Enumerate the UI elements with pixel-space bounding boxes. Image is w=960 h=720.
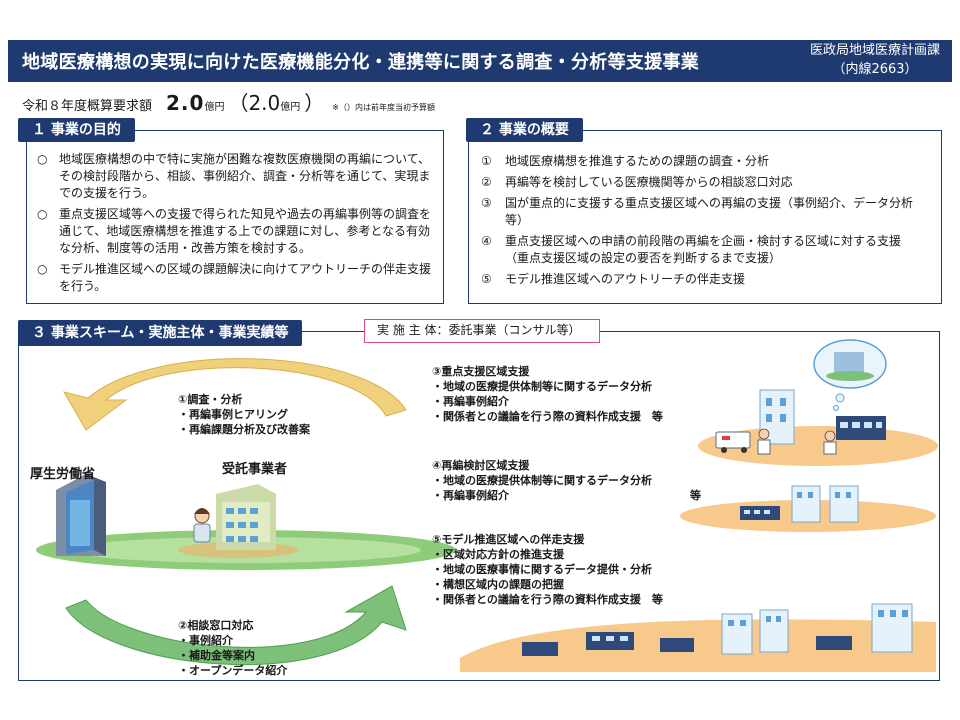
support-review-suffix: 等 [690, 489, 701, 502]
arrow-research [62, 358, 407, 431]
scheme-heading: ３ 事業スキーム・実施主体・事業実績等 [18, 320, 303, 346]
department-name: 医政局地域医療計画課 [809, 43, 940, 58]
page-header: 地域医療構想の実現に向けた医療機能分化・連携等に関する調査・分析等支援事業 医政… [8, 40, 952, 82]
contractor-building-icon [178, 484, 298, 558]
budget-unit: 億円 [204, 102, 225, 113]
list-item: ② 再編等を検討している医療機関等からの相談窓口対応 [481, 175, 793, 189]
previous-unit: 億円 [280, 102, 301, 113]
list-item: ③ 国が重点的に支援する重点支援区域への再編の支援（事例紹介、データ分析 等） [481, 196, 926, 227]
budget-label: 令和８年度概算要求額 [22, 99, 153, 114]
overview-list: ① 地域医療構想を推進するための課題の調査・分析 ② 再編等を検討している医療機… [481, 153, 926, 292]
ministry-label: 厚生労働省 [30, 467, 96, 482]
overview-heading: ２ 事業の概要 [466, 118, 583, 142]
clinic-building-icon [740, 506, 780, 520]
ministry-building-icon [56, 474, 106, 556]
list-item: ○ 地域医療構想の中で特に実施が困難な複数医療機関の再編について、その検討段階か… [37, 152, 431, 200]
list-item: ① 地域医療構想を推進するための課題の調査・分析 [481, 154, 770, 168]
support-model: ⑤モデル推進区域への伴走支援 ・区域対応方針の推進支援 ・地域の医療事情に関する… [432, 533, 663, 606]
hospital-building-icon [791, 485, 859, 523]
review-area-illustration [680, 485, 936, 532]
list-item: ⑤ モデル推進区域へのアウトリーチの伴走支援 [481, 272, 746, 286]
priority-area-illustration [698, 339, 938, 466]
support-review-title: ④再編検討区域支援 [432, 459, 530, 472]
implementer-box: 実 施 主 体：委託事業（コンサル等） [364, 319, 600, 343]
model-area-illustration [460, 603, 936, 672]
list-item: ○ モデル推進区域への区域の課題解決に向けてアウトリーチの伴走支援を行う。 [37, 262, 432, 293]
purpose-list: ○ 地域医療構想の中で特に実施が困難な複数医療機関の再編について、その検討段階か… [37, 151, 433, 299]
flow-research: ①調査・分析 ・再編事例ヒアリング ・再編課題分析及び改善案 [178, 393, 310, 436]
ground-model [460, 619, 936, 672]
page-title: 地域医療構想の実現に向けた医療機能分化・連携等に関する調査・分析等支援事業 [22, 52, 700, 73]
scheme-diagram [36, 358, 456, 666]
department-info: 医政局地域医療計画課 （内線2663） [810, 41, 940, 79]
flow-consultation: ②相談窓口対応 ・事例紹介 ・補助金等案内 ・オープンデータ紹介 [178, 619, 288, 677]
extension-number: （内線2663） [832, 62, 918, 77]
flow-consultation-title: ②相談窓口対応 [178, 619, 254, 632]
budget-note: ※（）内は前年度当初予算額 [332, 103, 435, 112]
support-priority: ③重点支援区域支援 ・地域の医療提供体制等に関するデータ分析 ・再編事例紹介 ・… [432, 365, 663, 423]
overview-box: ① 地域医療構想を推進するための課題の調査・分析 ② 再編等を検討している医療機… [468, 130, 942, 304]
support-model-title: ⑤モデル推進区域への伴走支援 [432, 533, 585, 546]
budget-line: 令和８年度概算要求額 2.0 億円 （2.0 億円 ） ※（）内は前年度当初予算… [22, 87, 435, 115]
contractor-label: 受託事業者 [222, 462, 288, 477]
doctor-icon [757, 428, 771, 455]
previous-amount: （2.0 [228, 91, 281, 115]
arrow-consultation [65, 585, 407, 666]
hospital-building-icon [721, 603, 913, 655]
person-icon [193, 508, 211, 543]
clinic-building-icon [836, 416, 886, 440]
thought-bubble-icon [813, 339, 887, 411]
previous-close: ） [304, 91, 325, 115]
list-item: ④ 重点支援区域への申請の前段階の再編を企画・検討する区域に対する支援（重点支援… [481, 234, 902, 265]
flow-research-title: ①調査・分析 [178, 393, 243, 406]
ambulance-icon [715, 431, 751, 453]
purpose-box: ○ 地域医療構想の中で特に実施が困難な複数医療機関の再編について、その検討段階か… [26, 130, 444, 304]
nurse-icon [823, 430, 837, 455]
budget-amount: 2.0 [166, 91, 205, 115]
support-priority-title: ③重点支援区域支援 [432, 365, 530, 378]
clinic-building-icon [522, 632, 852, 656]
purpose-heading: １ 事業の目的 [18, 118, 135, 142]
support-review: ④再編検討区域支援 ・地域の医療提供体制等に関するデータ分析 ・再編事例紹介 [432, 459, 652, 502]
list-item: ○ 重点支援区域等への支援で得られた知見や過去の再編事例等の調査を通じて、地域医… [37, 207, 432, 255]
